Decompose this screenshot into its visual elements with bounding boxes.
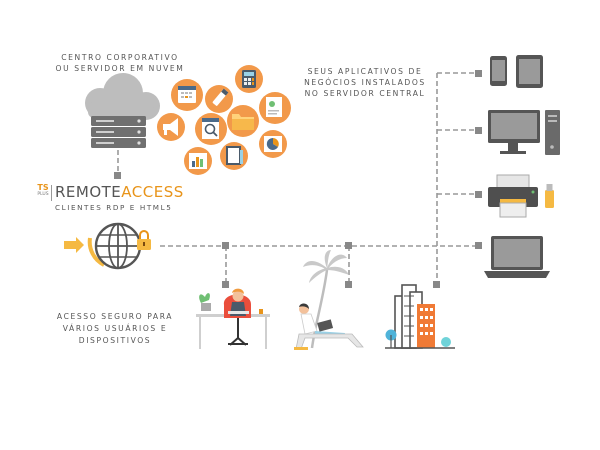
access-label-line3: DISPOSITIVOS [78, 336, 152, 345]
beach-worker-icon [294, 303, 364, 350]
pen-icon [205, 85, 233, 113]
connection-nodes [114, 70, 482, 288]
brand-ts: TS PLUS [36, 184, 50, 198]
laptop-icon [484, 236, 550, 278]
apps-label-line3: NO SERVIDOR CENTRAL [304, 89, 426, 98]
search-doc-icon [195, 113, 227, 145]
apps-label: SEUS APLICATIVOS DE NEGÓCIOS INSTALADOS … [290, 66, 440, 99]
megaphone-icon [157, 113, 185, 141]
brand-name-remote: REMOTE [55, 183, 122, 201]
smartphone-icon [490, 56, 507, 86]
folder-icon [227, 105, 259, 137]
office-worker-icon [196, 288, 270, 349]
connection-lines [117, 72, 478, 285]
brand-name: REMOTEACCESS [55, 184, 184, 201]
access-label: ACESSO SEGURO PARA VÁRIOS USUÁRIOS E DIS… [30, 311, 200, 347]
brand-divider [51, 185, 52, 201]
city-buildings-icon [385, 284, 455, 349]
brand-subtitle: CLIENTES RDP E HTML5 [55, 203, 173, 212]
book-icon [220, 142, 248, 170]
node-office [222, 281, 229, 288]
pie-doc-icon [259, 130, 287, 158]
calculator-icon [235, 65, 263, 93]
node-laptop [475, 242, 482, 249]
cloud-label-line2: OU SERVIDOR EM NUVEM [55, 64, 185, 73]
globe-lock-icon [64, 222, 151, 270]
apps-label-line2: NEGÓCIOS INSTALADOS [304, 78, 426, 87]
printer-icon [488, 174, 538, 218]
apps-label-line1: SEUS APLICATIVOS DE [307, 67, 423, 76]
access-label-line1: ACESSO SEGURO PARA [56, 312, 174, 321]
node-logo [114, 172, 121, 179]
chart-doc-icon [259, 92, 291, 124]
desktop-computer-icon [488, 110, 560, 155]
cloud-label-line1: CENTRO CORPORATIVO [61, 53, 179, 62]
node-horizontal-2 [345, 242, 352, 249]
palm-tree-icon [303, 250, 349, 349]
node-city [433, 281, 440, 288]
brand-plus-text: PLUS [37, 192, 49, 197]
tablet-icon [516, 55, 543, 88]
cloud-server-icon [85, 73, 160, 148]
calendar-icon [171, 79, 203, 111]
node-desktop [475, 127, 482, 134]
node-beach [345, 281, 352, 288]
brand-logo: TS PLUS REMOTEACCESS CLIENTES RDP E HTML… [36, 184, 206, 214]
app-bubbles [157, 65, 291, 175]
cloud-label: CENTRO CORPORATIVO OU SERVIDOR EM NUVEM [40, 52, 200, 74]
brand-ts-text: TS [37, 183, 49, 192]
node-mobile [475, 70, 482, 77]
node-horizontal-1 [222, 242, 229, 249]
node-printer [475, 191, 482, 198]
brand-name-access: ACCESS [121, 183, 184, 201]
usb-drive-icon [545, 184, 554, 208]
bar-chart-icon [184, 147, 212, 175]
access-label-line2: VÁRIOS USUÁRIOS E [62, 324, 168, 333]
